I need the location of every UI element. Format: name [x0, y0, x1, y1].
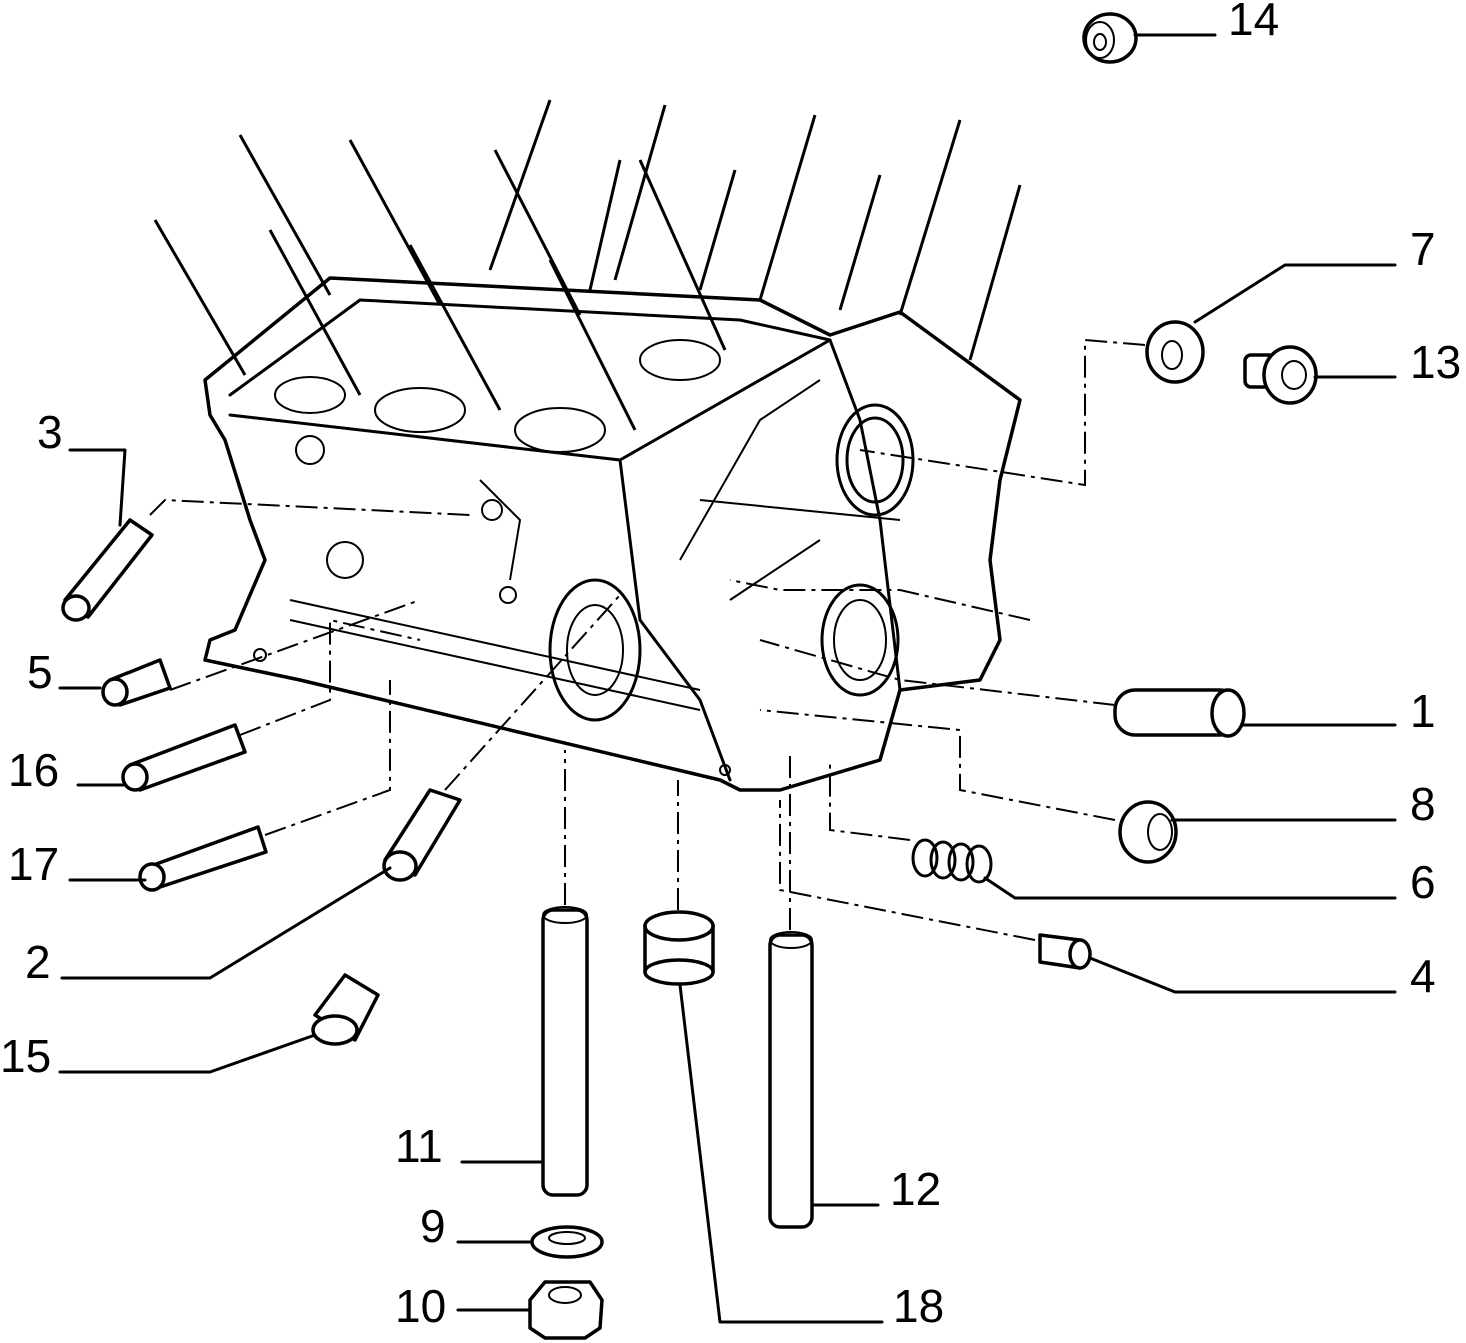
- callout-8: 8: [1410, 778, 1436, 830]
- leader-lines: [58, 33, 1397, 1324]
- callout-12: 12: [890, 1163, 941, 1215]
- part-6-spring: [911, 838, 993, 884]
- callout-11: 11: [395, 1120, 443, 1172]
- part-2-sleeve: [382, 788, 462, 882]
- callout-17: 17: [8, 838, 59, 890]
- head-studs: [153, 99, 1022, 431]
- part-1-stud: [1113, 688, 1246, 738]
- center-lines: [149, 338, 1146, 941]
- part-7-washer: [1145, 320, 1205, 384]
- part-4-pin: [1038, 933, 1092, 970]
- callout-18: 18: [893, 1280, 944, 1332]
- callout-14: 14: [1228, 0, 1279, 45]
- part-18-bush: [643, 910, 715, 986]
- engine-block: [203, 276, 1022, 792]
- part-5-bush: [101, 658, 172, 707]
- part-13-plug-screw: [1243, 345, 1318, 405]
- part-11-stud: [541, 906, 589, 1197]
- callout-4: 4: [1410, 950, 1436, 1002]
- callout-6: 6: [1410, 856, 1436, 908]
- part-3-stud: [61, 518, 154, 622]
- callout-7: 7: [1410, 223, 1436, 275]
- callout-16: 16: [8, 744, 59, 796]
- callout-1: 1: [1410, 685, 1436, 737]
- part-17-stud: [138, 825, 268, 892]
- callout-3: 3: [37, 406, 63, 458]
- part-10-nut: [528, 1280, 604, 1340]
- part-12-stud: [768, 931, 814, 1229]
- callout-10: 10: [395, 1280, 446, 1332]
- callout-15: 15: [0, 1030, 51, 1082]
- part-8-bush: [1118, 800, 1178, 864]
- callout-9: 9: [420, 1200, 446, 1252]
- part-15-bush: [311, 973, 380, 1046]
- callout-2: 2: [25, 936, 51, 988]
- part-14-plug: [1082, 12, 1138, 64]
- part-9-washer: [530, 1225, 604, 1259]
- part-16-stud: [121, 723, 247, 792]
- callout-5: 5: [27, 646, 53, 698]
- callout-13: 13: [1410, 336, 1461, 388]
